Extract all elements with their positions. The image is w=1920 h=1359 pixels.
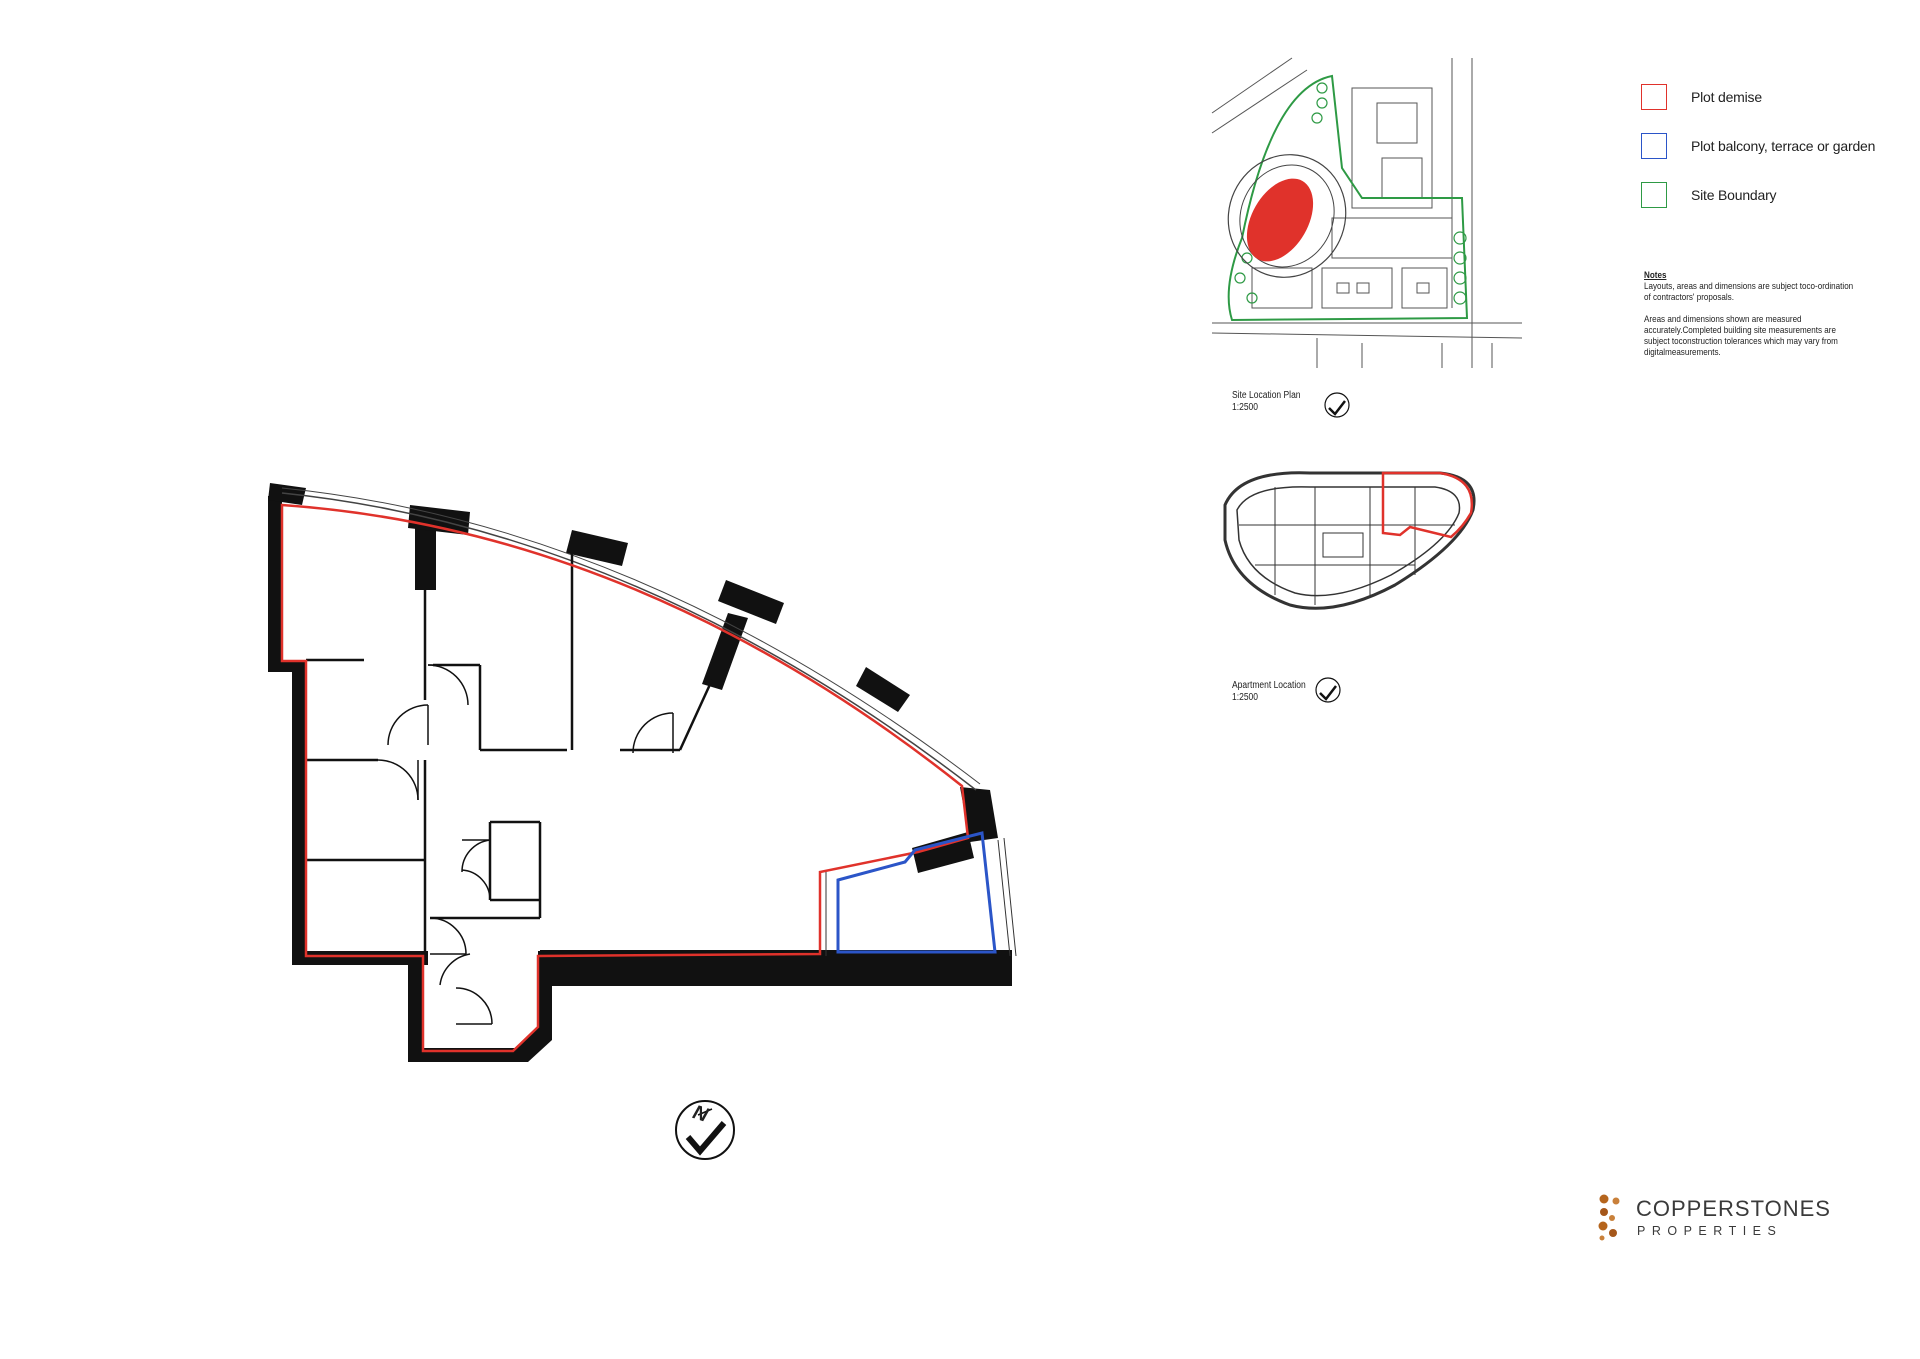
- legend-item-site-boundary: Site Boundary: [1641, 182, 1777, 208]
- site-location-scale: 1:2500: [1232, 402, 1259, 413]
- apartment-location-caption: Apartment Location 1:2500: [1232, 680, 1306, 704]
- site-boundary: [1227, 74, 1469, 322]
- wall-structure: [268, 483, 1012, 1062]
- apartment-location-scale: 1:2500: [1232, 692, 1259, 703]
- brand-logo-icon: [1598, 1194, 1620, 1241]
- brand-tagline: PROPERTIES: [1637, 1224, 1783, 1238]
- facade-glazing: [281, 492, 977, 791]
- notes-title: Notes: [1644, 270, 1667, 281]
- legend-item-plot-demise: Plot demise: [1641, 84, 1762, 110]
- north-arrow: [675, 1100, 735, 1160]
- legend-label: Plot demise: [1691, 89, 1762, 105]
- tower-highlight: [1246, 178, 1314, 262]
- plot-demise-outline: [280, 503, 970, 1053]
- apartment-north-arrow: [1315, 677, 1341, 703]
- legend-label: Plot balcony, terrace or garden: [1691, 138, 1876, 154]
- brand-name: COPPERSTONES: [1636, 1196, 1831, 1221]
- notes: Notes Layouts, areas and dimensions are …: [1644, 270, 1861, 369]
- apartment-location-plan: [1223, 471, 1476, 610]
- internal-partitions: [306, 553, 714, 951]
- legend-swatch-blue: [1641, 133, 1667, 159]
- legend-label: Site Boundary: [1691, 187, 1777, 203]
- site-location-title: Site Location Plan: [1232, 390, 1301, 401]
- apartment-location-title: Apartment Location: [1232, 680, 1306, 691]
- legend-item-plot-balcony: Plot balcony, terrace or garden: [1641, 133, 1875, 159]
- door-swings: [377, 664, 674, 1025]
- site-location-plan: [1211, 57, 1523, 368]
- site-location-caption: Site Location Plan 1:2500: [1232, 390, 1301, 414]
- apartment-highlight: [1381, 471, 1474, 539]
- legend-swatch-green: [1641, 182, 1667, 208]
- legend-swatch-red: [1641, 84, 1667, 110]
- site-north-arrow: [1324, 392, 1350, 418]
- notes-paragraph: Layouts, areas and dimensions are subjec…: [1644, 281, 1854, 303]
- plot-balcony-outline: [836, 831, 997, 954]
- notes-paragraph: Areas and dimensions shown are measured …: [1644, 314, 1838, 358]
